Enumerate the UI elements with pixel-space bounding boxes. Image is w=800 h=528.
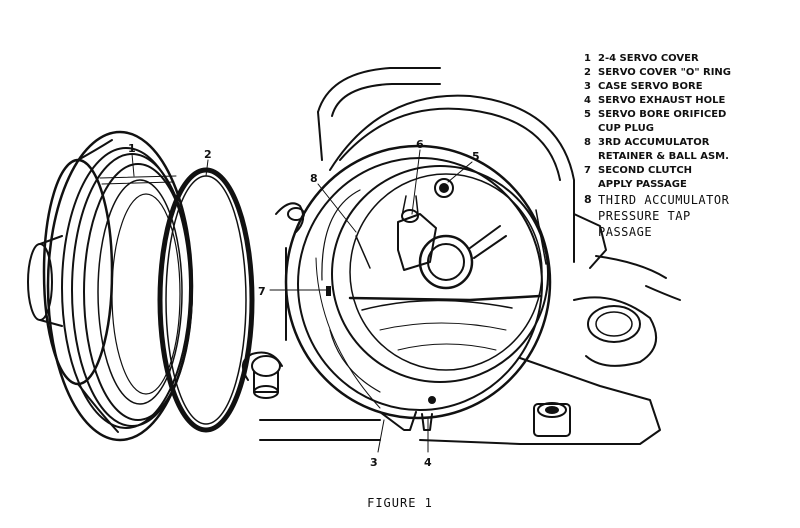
legend-item: 8 3RD ACCUMULATOR RETAINER & BALL ASM. xyxy=(584,136,796,164)
legend-item: 7 SECOND CLUTCH APPLY PASSAGE xyxy=(584,164,796,192)
callout-labels: 1 2 3 4 5 6 7 8 xyxy=(128,138,480,469)
figure-caption: FIGURE 1 xyxy=(367,496,433,510)
legend-item: 8 THIRD ACCUMULATOR PRESSURE TAP PASSAGE xyxy=(584,192,796,240)
legend-item: 5 SERVO BORE ORIFICED CUP PLUG xyxy=(584,108,796,136)
leader-5 xyxy=(447,161,473,183)
servo-bore xyxy=(284,144,552,431)
servo-cover-part xyxy=(27,130,194,442)
leader-8 xyxy=(317,183,357,233)
legend-text: SECOND CLUTCH APPLY PASSAGE xyxy=(598,165,693,190)
legend-text: THIRD ACCUMULATOR PRESSURE TAP PASSAGE xyxy=(598,193,730,239)
leader-3 xyxy=(377,419,385,453)
legend-text: SERVO COVER "O" RING xyxy=(598,67,732,78)
o-ring-part xyxy=(157,167,255,433)
leader-2 xyxy=(205,159,209,177)
callout-4: 4 xyxy=(424,456,432,469)
legend-text: 3RD ACCUMULATOR RETAINER & BALL ASM. xyxy=(598,137,729,162)
case-body xyxy=(241,67,681,445)
leader-lines xyxy=(131,149,473,453)
callout-3: 3 xyxy=(370,456,378,469)
legend-num: 8 xyxy=(584,137,591,148)
legend-item: 1 2-4 SERVO COVER xyxy=(584,52,796,66)
legend-num: 5 xyxy=(584,109,591,120)
callout-1: 1 xyxy=(128,142,136,155)
callout-8: 8 xyxy=(310,172,318,185)
legend-text: SERVO EXHAUST HOLE xyxy=(598,95,726,106)
leader-6 xyxy=(411,149,421,215)
legend-num: 1 xyxy=(584,53,591,64)
callout-6: 6 xyxy=(416,138,424,151)
legend-text: 2-4 SERVO COVER xyxy=(598,53,699,64)
legend-num: 4 xyxy=(584,95,591,106)
legend-num: 8 xyxy=(584,193,592,206)
legend-num: 2 xyxy=(584,67,591,78)
callout-2: 2 xyxy=(204,148,212,161)
legend-item: 2 SERVO COVER "O" RING xyxy=(584,66,796,80)
callout-5: 5 xyxy=(472,150,480,163)
legend-num: 7 xyxy=(584,165,591,176)
legend-item: 4 SERVO EXHAUST HOLE xyxy=(584,94,796,108)
legend-text: SERVO BORE ORIFICED CUP PLUG xyxy=(598,109,727,134)
callout-7: 7 xyxy=(258,285,266,298)
legend-item: 3 CASE SERVO BORE xyxy=(584,80,796,94)
parts-legend: 1 2-4 SERVO COVER 2 SERVO COVER "O" RING… xyxy=(584,52,796,240)
leader-1 xyxy=(131,153,135,177)
legend-num: 3 xyxy=(584,81,591,92)
legend-text: CASE SERVO BORE xyxy=(598,81,703,92)
